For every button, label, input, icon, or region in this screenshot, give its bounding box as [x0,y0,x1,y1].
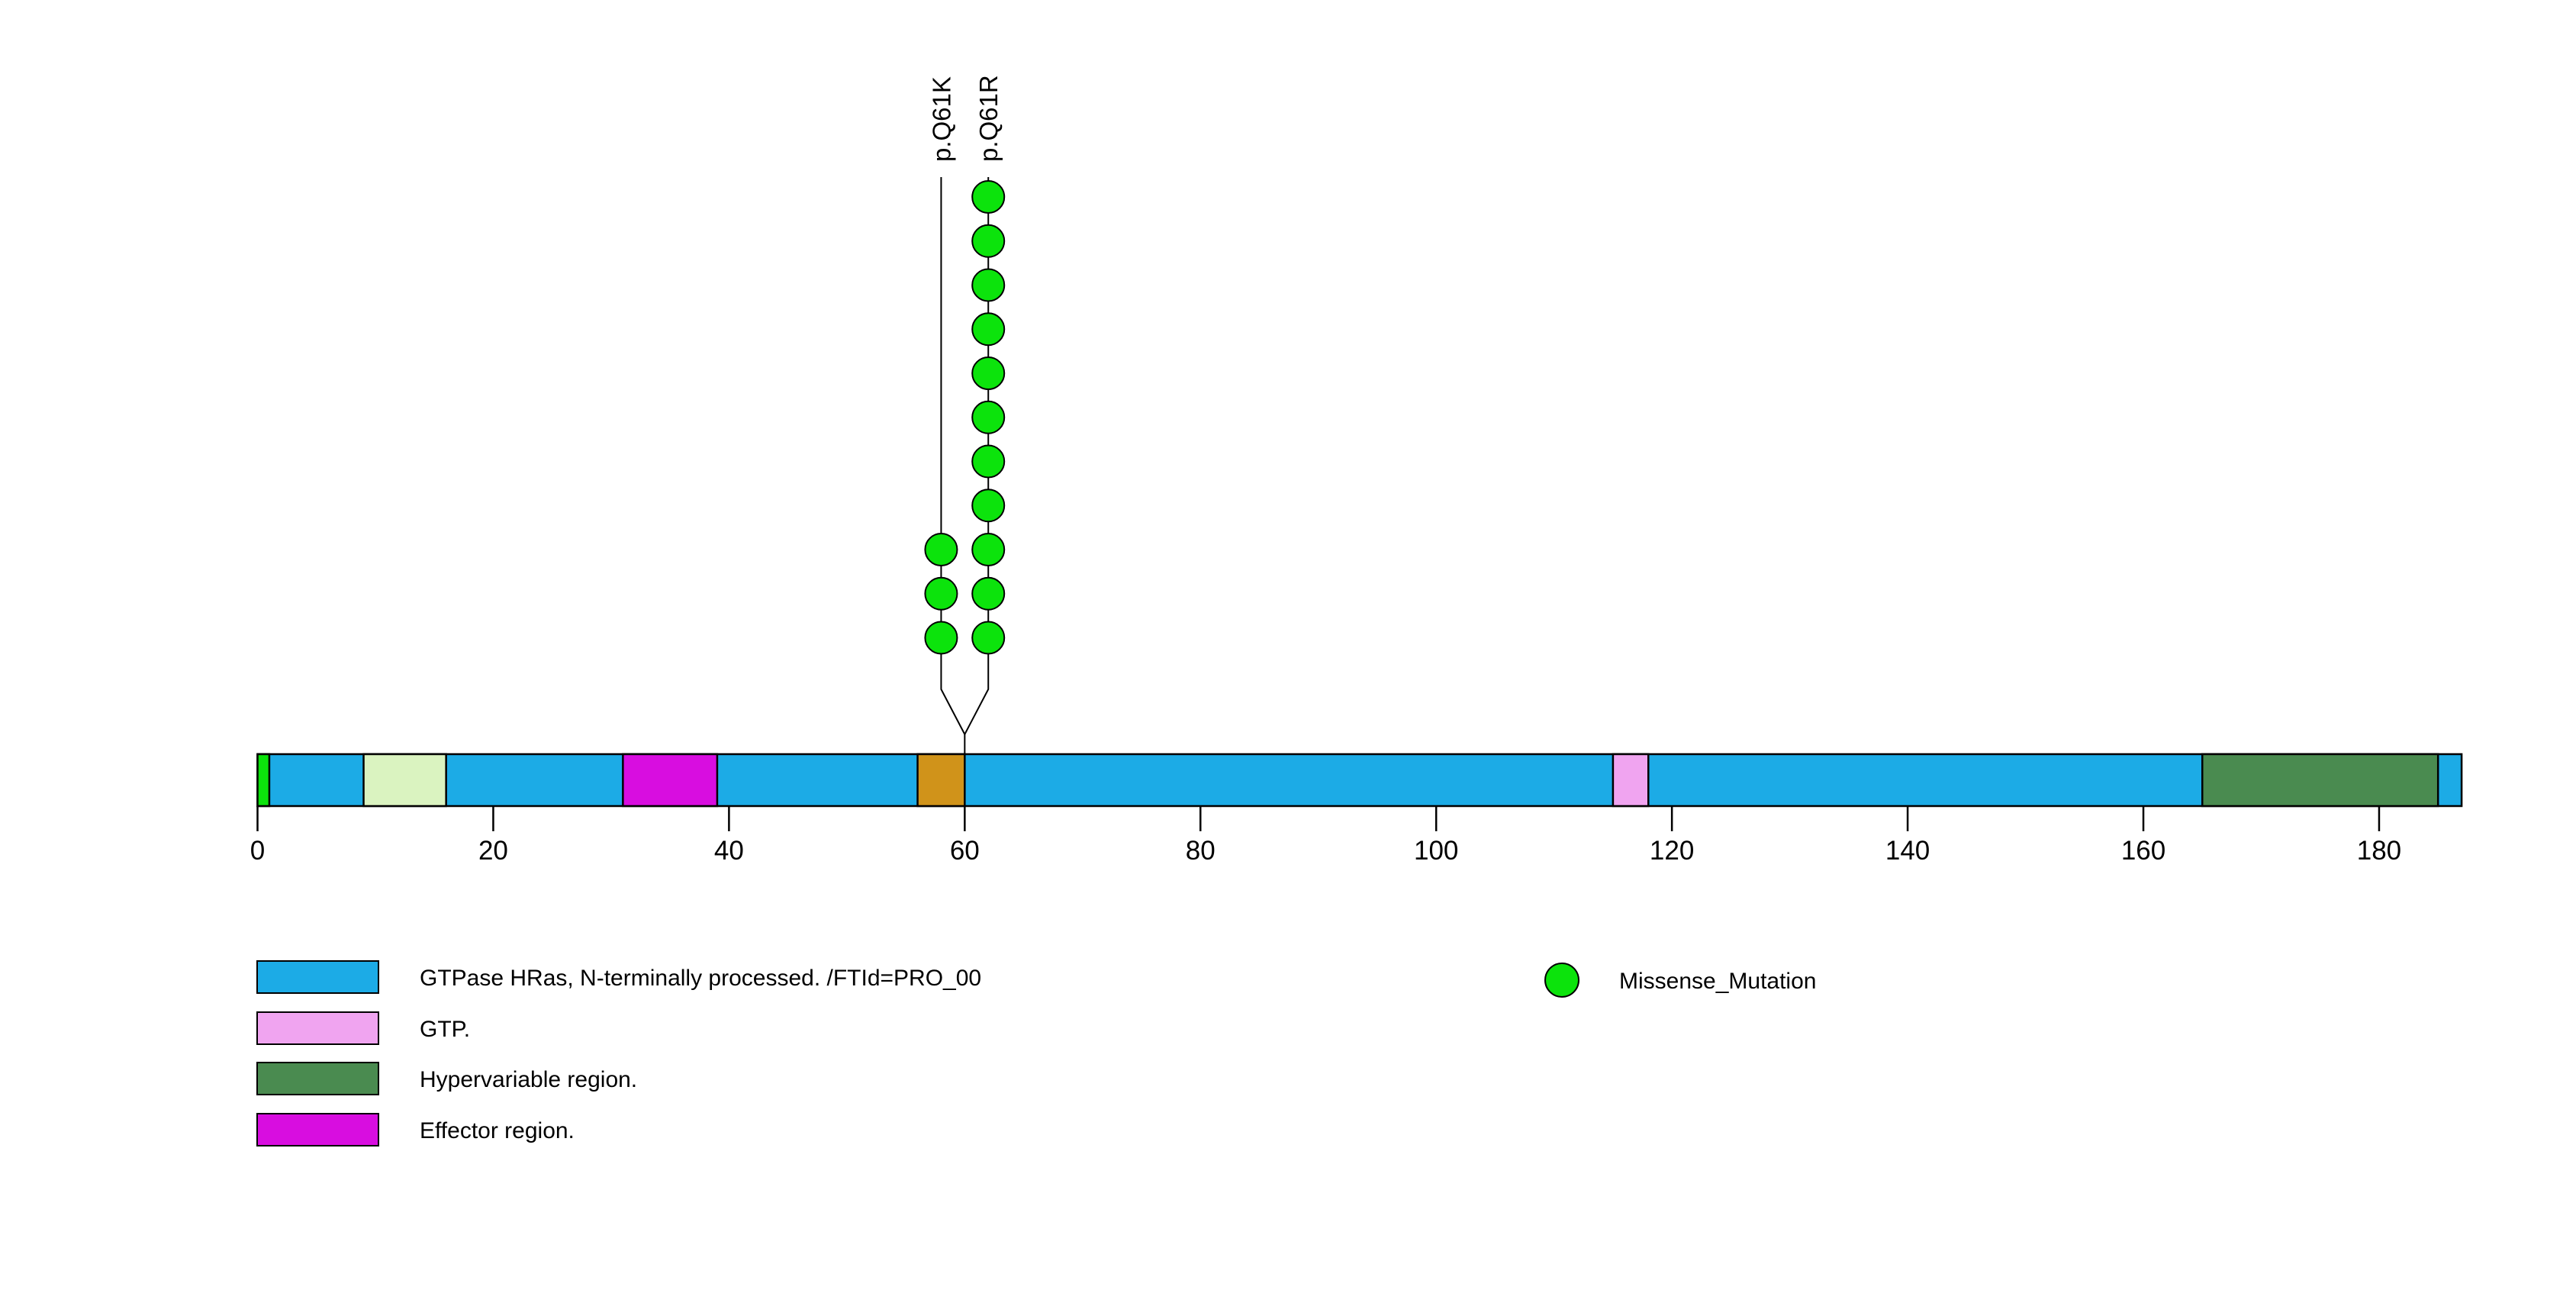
mutation-label: p.Q61R [974,75,1003,162]
legend-mutation-types: Missense_Mutation [1544,963,1816,998]
mutation-circle[interactable] [971,444,1006,479]
mutation-circle[interactable] [924,621,958,655]
legend-item: GTP. [256,1011,470,1045]
axis-tick-label: 160 [2121,836,2165,866]
domain-segment[interactable] [362,753,447,808]
axis-tick-label: 80 [1186,836,1216,866]
mutation-labels: p.Q61K p.Q61R [927,75,1003,162]
mutation-circle[interactable] [924,533,958,566]
legend-swatch-effector [256,1113,379,1146]
domain-segment[interactable] [2201,753,2439,808]
legend-label-missense: Missense_Mutation [1619,969,1816,994]
mutation-stems [940,177,990,754]
mutation-circle[interactable] [924,576,958,611]
mutation-circle[interactable] [971,224,1006,258]
domain-segment[interactable] [622,753,719,808]
axis-tick-label: 20 [478,836,508,866]
legend-domains: GTPase HRas, N-terminally processed. /FT… [256,960,981,1146]
legend-item: GTPase HRas, N-terminally processed. /FT… [256,960,981,994]
legend-item: Effector region. [256,1113,575,1146]
legend-missense-circle-icon [1544,963,1579,998]
legend-label-effector: Effector region. [420,1118,575,1143]
mutation-lollipops [924,180,1006,655]
legend-swatch-gtp [256,1011,379,1045]
axis-tick-label: 40 [714,836,744,866]
legend-label-gtp: GTP. [420,1017,470,1042]
axis-tick-label: 140 [1885,836,1930,866]
mutation-circle[interactable] [971,312,1006,347]
mutation-stem [964,177,990,735]
mutation-circle[interactable] [971,576,1006,611]
domain-segment[interactable] [256,753,2463,808]
axis-tick-label: 0 [250,836,265,866]
axis-tick-label: 100 [1414,836,1458,866]
legend-swatch-hypervariable [256,1062,379,1095]
domain-segment[interactable] [256,753,271,808]
mutation-label: p.Q61K [927,76,955,162]
mutation-stem [940,177,966,735]
legend-label-hypervariable: Hypervariable region. [420,1067,637,1092]
mutation-circle[interactable] [971,356,1006,390]
legend-swatch-chain [256,960,379,994]
mutation-circle[interactable] [971,400,1006,434]
protein-track [256,753,2463,808]
axis-tick-label: 180 [2357,836,2401,866]
legend-label-chain: GTPase HRas, N-terminally processed. /FT… [420,966,981,991]
legend-item: Hypervariable region. [256,1062,637,1095]
mutation-circle[interactable] [971,489,1006,523]
axis-tick-label: 60 [950,836,980,866]
mutation-circle[interactable] [971,533,1006,566]
axis-tick-label: 120 [1650,836,1694,866]
x-axis: 0 20 40 60 80 100 120 140 160 180 [250,806,2401,866]
mutation-circle[interactable] [971,621,1006,655]
domain-segment[interactable] [1612,753,1650,808]
mutation-circle[interactable] [971,268,1006,302]
mutation-circle[interactable] [971,180,1006,214]
domain-segment[interactable] [916,753,966,808]
